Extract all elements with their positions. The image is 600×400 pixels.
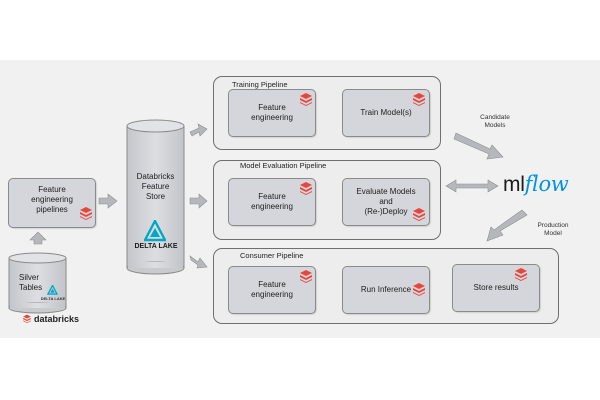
arrow-candidate-models <box>453 132 504 160</box>
databricks-logo-text: databricks <box>34 314 80 324</box>
databricks-stack-icon <box>300 270 312 283</box>
delta-lake-small-icon <box>47 285 58 295</box>
delta-lake-label: DELTA LAKE <box>134 243 178 250</box>
feature-store-cylinder <box>126 119 185 275</box>
arrow-pipelines-to-store <box>98 193 118 209</box>
databricks-stack-icon <box>413 208 425 221</box>
candidate-models-label: Candidate Models <box>480 114 510 129</box>
delta-lake-icon <box>144 220 166 242</box>
training-feature-engineering-node: Feature engineering <box>228 89 316 137</box>
arrow-eval-mlflow <box>445 179 499 193</box>
training-pipeline-title: Training Pipeline <box>230 80 290 89</box>
production-model-label: Production Model <box>537 222 569 237</box>
arrow-store-to-eval <box>189 193 208 209</box>
training-fe-label: Feature engineering <box>251 103 293 122</box>
feature-store-label: Databricks Feature Store <box>136 172 175 201</box>
consumer-pipeline-title: Consumer Pipeline <box>238 251 306 260</box>
arrow-store-to-consumer <box>189 255 208 269</box>
feature-engineering-pipelines-node: Feature engineering pipelines <box>8 178 96 228</box>
consumer-fe-label: Feature engineering <box>251 280 293 299</box>
arrow-store-to-training <box>189 123 208 137</box>
evaluate-models-label: Evaluate Models and (Re-)Deploy <box>356 187 416 216</box>
mlflow-logo: mlflow <box>503 172 569 197</box>
databricks-stack-icon <box>413 283 425 296</box>
silver-tables-cylinder <box>8 252 67 314</box>
databricks-logo-icon <box>23 314 31 323</box>
arrow-production-model <box>486 209 528 242</box>
arrow-silver-to-pipelines <box>29 231 47 245</box>
run-inference-label: Run Inference <box>360 285 412 294</box>
databricks-stack-icon <box>413 93 425 106</box>
databricks-stack-icon <box>515 268 527 281</box>
consumer-feature-engineering-node: Feature engineering <box>228 266 316 314</box>
silver-tables-label: Silver Tables <box>19 273 43 292</box>
store-results-label: Store results <box>473 283 519 292</box>
databricks-stack-icon <box>300 93 312 106</box>
store-results-node: Store results <box>452 264 540 312</box>
train-models-label: Train Model(s) <box>360 108 412 117</box>
feature-engineering-pipelines-label: Feature engineering pipelines <box>31 185 73 214</box>
evaluate-models-node: Evaluate Models and (Re-)Deploy <box>342 178 430 226</box>
databricks-stack-icon <box>300 182 312 195</box>
databricks-logo: databricks <box>22 314 79 324</box>
evaluation-pipeline-title: Model Evaluation Pipeline <box>238 161 329 170</box>
eval-feature-engineering-node: Feature engineering <box>228 178 316 226</box>
delta-lake-small-label: DELTA LAKE <box>40 296 66 301</box>
mlflow-logo-flow: flow <box>524 172 569 196</box>
mlflow-logo-ml: ml <box>503 173 525 196</box>
databricks-stack-icon <box>80 207 92 220</box>
eval-fe-label: Feature engineering <box>251 192 293 211</box>
